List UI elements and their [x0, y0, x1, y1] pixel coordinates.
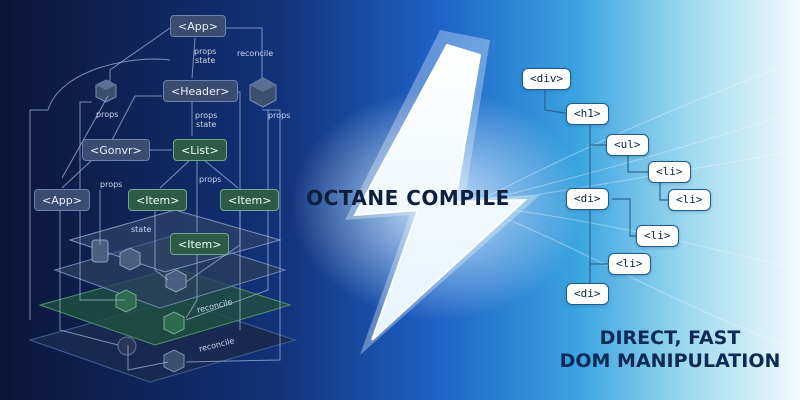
node-list: <List>: [173, 139, 227, 161]
edge-label-props-state: props state: [195, 111, 218, 129]
edge-label-props-state: props state: [194, 47, 217, 65]
dom-node-di: <di>: [566, 188, 609, 210]
edge-label-state: state: [131, 225, 152, 234]
edge-label-props: props: [100, 180, 123, 189]
dom-node-li: <li>: [636, 225, 679, 247]
node-item-2: <Item>: [220, 189, 280, 211]
cube-icon: [115, 289, 137, 313]
edge-label-props: props: [96, 110, 119, 119]
dom-node-h1: <h1>: [566, 103, 609, 125]
tree-connectors: [29, 27, 281, 371]
edge-label-props: props: [199, 175, 222, 184]
node-header: <Header>: [163, 80, 238, 102]
node-app-root: <App>: [170, 15, 226, 37]
cube-icon: [165, 269, 187, 293]
octane-compile-banner: OCTANE COMPILE: [306, 186, 510, 210]
node-item-3: <Item>: [170, 233, 230, 255]
dom-node-li: <li>: [668, 189, 711, 211]
cube-icon: [95, 79, 117, 103]
cube-icon: [163, 349, 185, 373]
tagline-line-1: DIRECT, FAST: [599, 327, 741, 349]
cube-icons: [91, 77, 277, 373]
dom-node-div: <div>: [522, 68, 572, 90]
lightning-bolt-icon: [345, 30, 540, 355]
cube-icon: [117, 336, 137, 356]
dom-node-li: <li>: [608, 253, 651, 275]
edge-label-reconcile: reconcile: [237, 49, 274, 58]
cube-icon: [249, 77, 277, 108]
cube-icon: [163, 311, 185, 335]
node-app-left: <App>: [34, 189, 90, 211]
node-convr: <Gonvr>: [82, 139, 150, 161]
tagline-line-2: DOM MANIPULATION: [559, 350, 781, 372]
dom-node-li: <li>: [648, 161, 691, 183]
node-item-1: <Item>: [128, 189, 188, 211]
dom-node-ul: <ul>: [606, 134, 649, 156]
edge-label-props: props: [268, 111, 291, 120]
cube-icon: [119, 247, 141, 271]
tagline: DIRECT, FAST DOM MANIPULATION: [540, 327, 800, 373]
dom-node-di: <di>: [566, 283, 609, 305]
